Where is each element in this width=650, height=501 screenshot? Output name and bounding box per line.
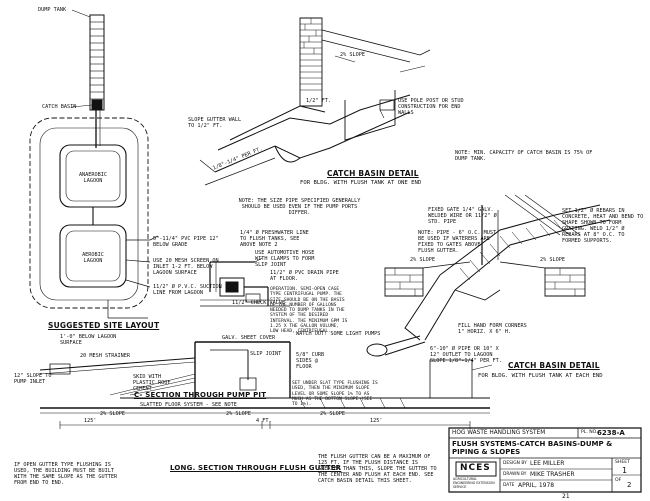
slope-c-label: 2% SLOPE bbox=[320, 411, 345, 417]
pole-post-label: USE POLE POST OR STUD CONSTRUCTION FOR E… bbox=[398, 98, 464, 116]
catch-basin-label: CATCH BASIN bbox=[42, 104, 77, 110]
dim-right-label: 125' bbox=[370, 418, 383, 424]
slope-a-label: 2% SLOPE bbox=[100, 411, 125, 417]
design-by: LEE MILLER bbox=[530, 460, 565, 467]
slope-left-label: 2% SLOPE bbox=[410, 257, 435, 263]
site-layout-drawing bbox=[30, 10, 158, 318]
slope-gutter-label: SLOPE GUTTER WALL TO 1/2" FT. bbox=[188, 117, 242, 129]
pump-pit-section-drawing bbox=[40, 342, 492, 429]
catch-basin-each-end-subtitle: FOR BLDG. WITH FLUSH TANK AT EACH END bbox=[478, 373, 603, 379]
slip-joint-label: SLIP JOINT bbox=[250, 351, 282, 357]
date-label: DATE bbox=[503, 483, 515, 488]
operation-note: OPERATION. SEMI-OPEN CAGE TYPE CENTRIFUG… bbox=[270, 287, 348, 335]
design-by-label: DESIGN BY bbox=[503, 461, 527, 466]
slat-note: SET UNDER SLAT TYPE FLUSHING IS USED, TH… bbox=[292, 381, 378, 408]
of-label: OF bbox=[615, 478, 622, 483]
gutter-length-note: THE FLUSH GUTTER CAN BE A MAXIMUM OF 125… bbox=[318, 454, 437, 484]
corner-mark: 21 bbox=[562, 493, 570, 500]
date: APRIL, 1978 bbox=[518, 482, 555, 489]
pump-detail-drawing bbox=[200, 258, 290, 306]
plan-no: 6238-A bbox=[597, 429, 625, 437]
open-gutter-note: IF OPEN GUTTER TYPE FLUSHING IS USED, TH… bbox=[14, 462, 118, 486]
long-section-title: LONG. SECTION THROUGH FLUSH GUTTER bbox=[170, 464, 342, 472]
hose-note-label: USE AUTOMOTIVE HOSE WITH CLAMPS TO FORM … bbox=[255, 250, 315, 268]
catch-basin-one-end-subtitle: FOR BLDG. WITH FLUSH TANK AT ONE END bbox=[300, 180, 422, 186]
sheet-label: SHEET bbox=[615, 460, 630, 465]
slope-right-label: 2% SLOPE bbox=[540, 257, 565, 263]
rebars-note: SET 1/2" Ø REBARS IN CONCRETE, HEAT AND … bbox=[562, 208, 644, 244]
drawn-by: MIKE TRASHER bbox=[530, 471, 575, 478]
ammonia-note: WATCH OUT! SOME LIGHT PUMPS bbox=[296, 331, 381, 337]
drain-pipe-label: 11/2" Ø PVC DRAIN PIPE AT FLOOR. bbox=[270, 270, 339, 282]
anaerobic-lagoon-label: ANAEROBIC LAGOON bbox=[78, 172, 108, 184]
dim-left-label: 125' bbox=[84, 418, 97, 424]
curb-label: 5/8" CURB SIDES @ FLOOR bbox=[296, 352, 325, 370]
skid-label: SKID WITH PLASTIC ROOF CEMENT bbox=[133, 374, 171, 392]
check-valve-label: 11/2" CHECK VALVE bbox=[232, 300, 286, 306]
screen-note-label: USE 20 MESH SCREEN ON INLET 1-2 FT. BELO… bbox=[153, 258, 219, 276]
org-logo: NCES bbox=[460, 463, 491, 473]
of-number: 2 bbox=[627, 481, 632, 489]
drawn-by-label: DRAWN BY bbox=[503, 472, 527, 477]
org-subtitle: AGRICULTURAL ENGINEERING EXTENSION SERVI… bbox=[453, 477, 495, 489]
pvc-pipe-label: 5"-11/4" PVC PIPE 12" BELOW GRADE bbox=[153, 236, 219, 248]
outlet-pipe-label: 6"-10" Ø PIPE OR 10" X 12" OUTLET TO LAG… bbox=[430, 346, 502, 364]
project-name: HOG WASTE HANDLING SYSTEM bbox=[452, 430, 546, 436]
catch-basin-one-end-drawing bbox=[200, 18, 430, 185]
slope-pct-label: 2% SLOPE bbox=[340, 52, 365, 58]
dim-mid-label: 4 ft. bbox=[256, 418, 272, 424]
pipe-oc-note: NOTE: PIPE - 6" O.C. MUST BE USED IF WAT… bbox=[418, 230, 497, 254]
site-layout-title: SUGGESTED SITE LAYOUT bbox=[48, 321, 160, 330]
catch-basin-each-end-title: CATCH BASIN DETAIL bbox=[508, 361, 600, 370]
slope-inlet-label: 12" SLOPE TO PUMP INLET bbox=[14, 373, 52, 385]
fill-corners-label: FILL HAND FORM CORNERS 1" HORIZ. X 6" H. bbox=[458, 323, 527, 335]
freshwater-line-label: 1/4" Ø FRESHWATER LINE TO FLUSH TANKS, S… bbox=[240, 230, 309, 248]
pipe-size-note: NOTE: THE SIZE PIPE SPECIFIED GENERALLY … bbox=[238, 198, 361, 216]
catch-basin-each-end-drawing bbox=[367, 195, 610, 356]
dump-tank-label: DUMP TANK bbox=[38, 7, 67, 13]
lagoon-surface-label: 1'-0" BELOW LAGOON SURFACE bbox=[60, 334, 117, 346]
sheet-number: 1 bbox=[622, 466, 628, 475]
mesh-strainer-label: 20 MESH STRAINER bbox=[80, 353, 130, 359]
min-capacity-note: NOTE: MIN. CAPACITY OF CATCH BASIN IS 75… bbox=[455, 150, 593, 162]
fixed-gate-label: FIXED GATE 1/4" GALV. WELDED WIRE OR 11/… bbox=[428, 207, 497, 225]
drawing-title: FLUSH SYSTEMS-CATCH BASINS-DUMP & PIPING… bbox=[452, 440, 613, 456]
sheet-cover-label: GALV. SHEET COVER bbox=[222, 335, 276, 341]
slope-b-label: 2% SLOPE bbox=[226, 411, 251, 417]
half-ft-label: 1/2" FT. bbox=[306, 98, 331, 104]
plan-no-label: PL. NO. bbox=[581, 430, 598, 435]
catch-basin-one-end-title: CATCH BASIN DETAIL bbox=[327, 169, 419, 178]
pump-pit-title: C- SECTION THROUGH PUMP PIT bbox=[134, 391, 267, 399]
suction-line-label: 11/2" Ø P.V.C. SUCTION LINE FROM LAGOON bbox=[153, 284, 222, 296]
slatted-floor-label: SLATTED FLOOR SYSTEM - SEE NOTE bbox=[140, 402, 237, 408]
aerobic-lagoon-label: AEROBIC LAGOON bbox=[82, 252, 104, 264]
title-block-frame bbox=[449, 428, 641, 492]
